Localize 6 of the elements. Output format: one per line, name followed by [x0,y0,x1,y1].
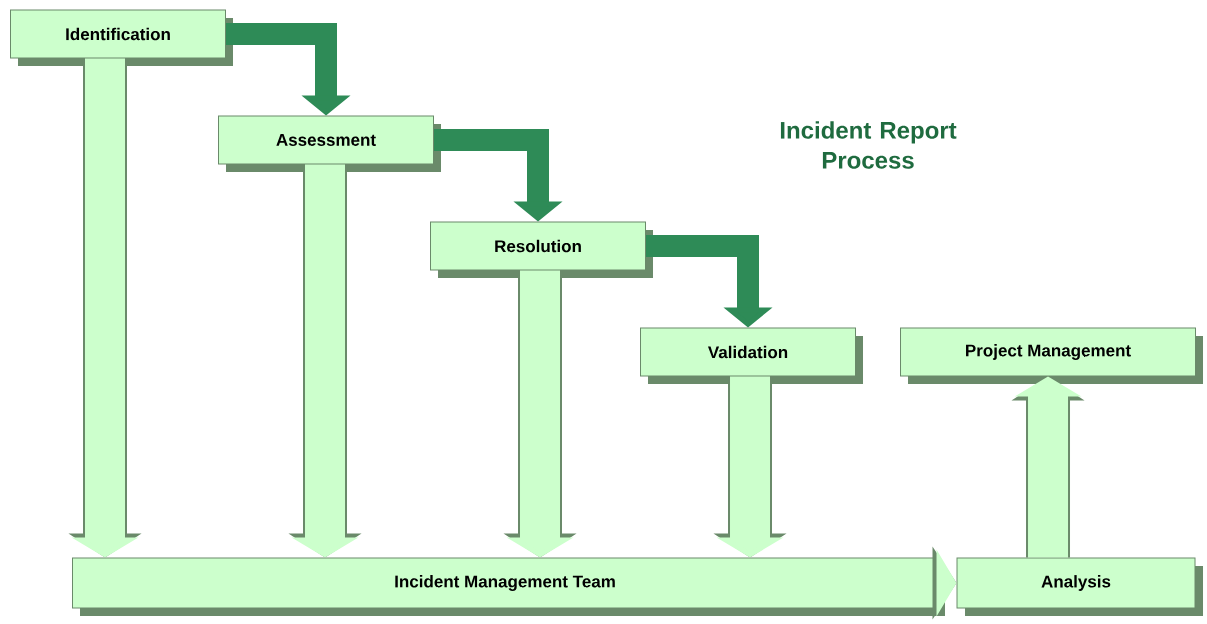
process-box: Resolution [430,221,646,271]
process-box: Assessment [218,115,434,165]
process-box: Identification [10,9,226,59]
title: Incident Report Process [780,121,957,169]
process-box: Analysis [956,557,1196,609]
process-box: Validation [640,327,856,377]
